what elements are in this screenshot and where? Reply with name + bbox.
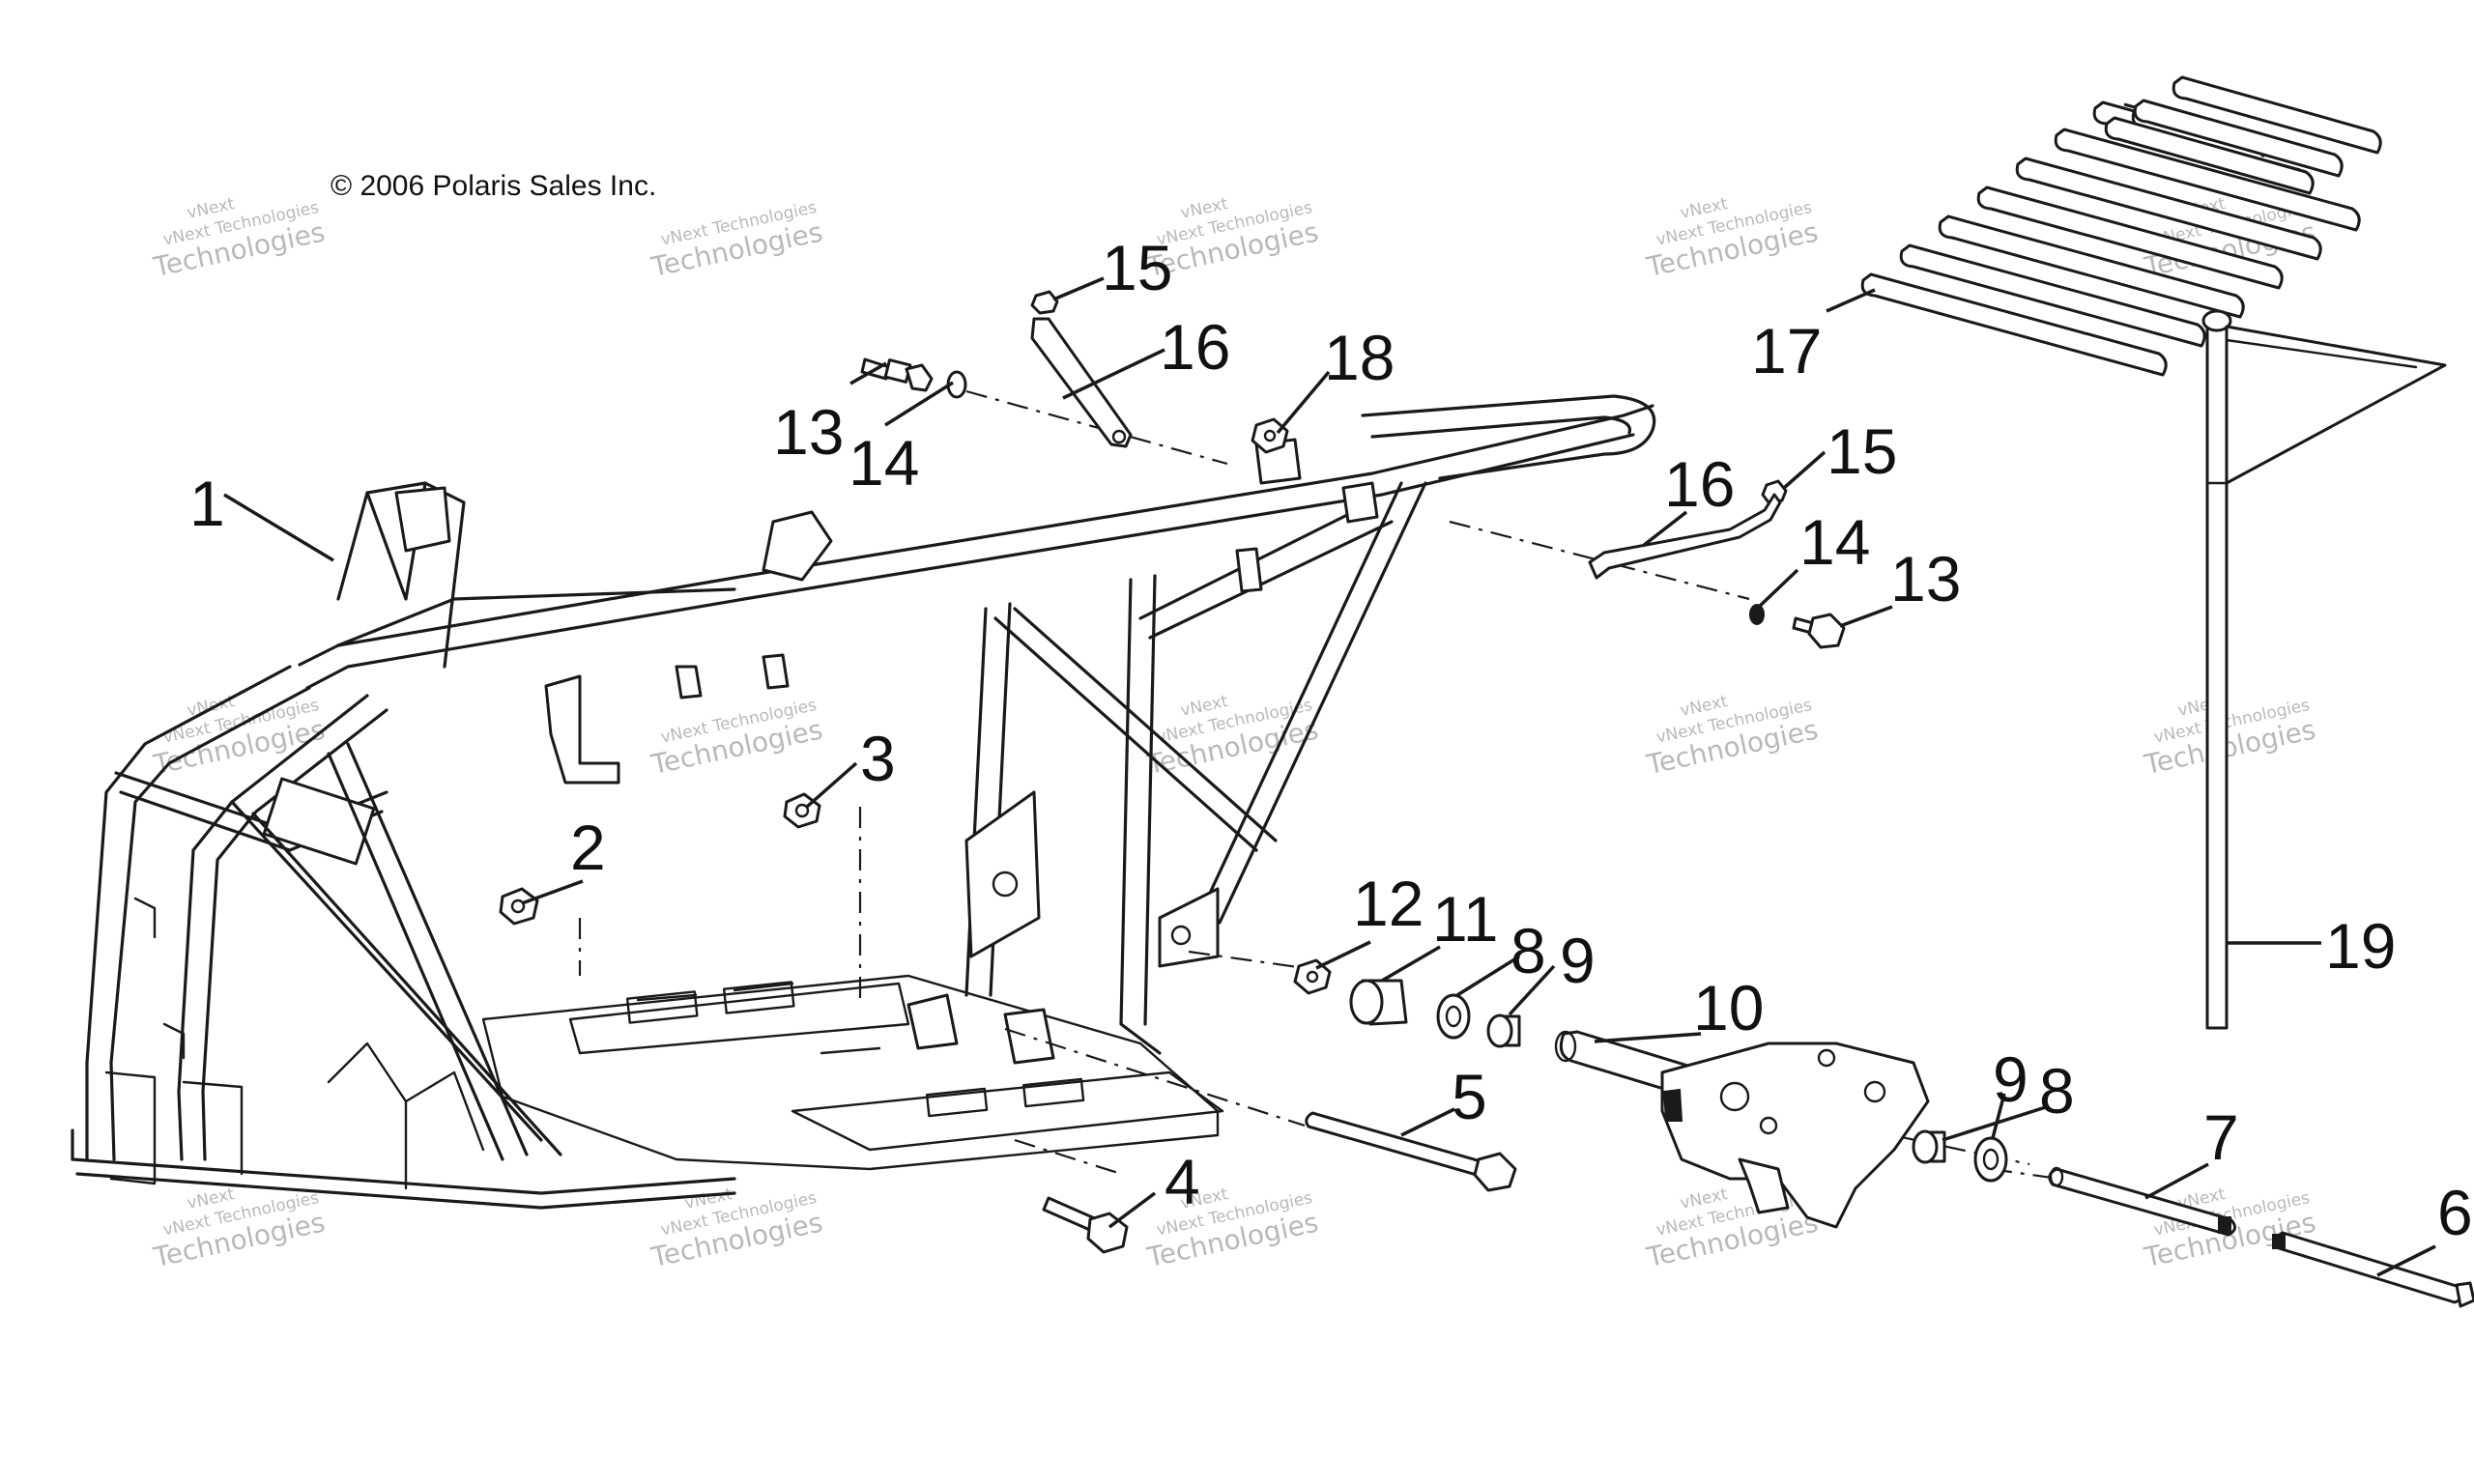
callout-8-left: 8 [1510,915,1546,986]
copyright-text: © 2006 Polaris Sales Inc. [331,170,656,202]
part-11-bushing [1349,979,1408,1026]
callout-7: 7 [2203,1101,2239,1173]
callout-13-right: 13 [1890,543,1961,614]
callout-18: 18 [1324,322,1395,393]
callout-3: 3 [860,723,896,794]
callout-19: 19 [2325,910,2396,982]
parts-hardware [499,75,2474,1308]
part-16-strap-right [1588,493,1782,580]
part-2-nut [499,887,539,926]
callout-9-left: 9 [1560,925,1596,996]
part-6-bolt [2272,1231,2474,1308]
callout-10: 10 [1693,972,1764,1043]
main-frame [71,394,1656,1210]
callout-13-left: 13 [773,396,844,468]
callout-1: 1 [189,468,225,539]
callout-14-right: 14 [1799,506,1870,578]
callout-14-left: 14 [849,427,919,499]
callout-16-right: 16 [1664,448,1735,520]
part-13-bolt-right [1792,613,1846,649]
part-8-washer-right [1973,1136,2008,1183]
callout-12: 12 [1353,868,1424,939]
callout-11: 11 [1432,883,1499,955]
callout-9-right: 9 [1993,1043,2028,1115]
part-19-flag [2201,309,2447,1030]
callout-17: 17 [1751,315,1822,386]
part-14-washer-right [1749,604,1765,625]
part-4-bolt [1042,1196,1129,1254]
part-15-nut-right [1761,479,1788,504]
callout-2: 2 [570,812,606,883]
callout-4: 4 [1165,1146,1200,1217]
part-18-nut [1251,417,1289,454]
callout-15-left: 15 [1102,232,1172,303]
callout-5: 5 [1452,1061,1487,1132]
part-7-sleeve [2048,1166,2236,1237]
callout-6: 6 [2437,1177,2473,1248]
part-13-bolt-left [860,357,934,392]
part-17-straps [1860,75,2382,377]
part-9-bushing-left [1486,1013,1521,1048]
part-15-nut-left [1030,290,1059,315]
callout-labels: 1 2 3 4 5 6 7 8 8 9 9 10 11 12 13 13 14 … [189,232,2473,1248]
part-9-bushing-right [1912,1129,1946,1164]
leader-lines [223,276,2436,1277]
callout-16-left: 16 [1160,311,1230,383]
part-16-strap-left [1030,317,1133,448]
part-10-mount [1554,1030,1930,1229]
callout-15-right: 15 [1827,415,1897,487]
callout-8-right: 8 [2039,1055,2075,1127]
part-5-bolt [1305,1111,1517,1192]
part-8-washer-left [1436,993,1471,1040]
part-12-nut [1293,958,1332,995]
